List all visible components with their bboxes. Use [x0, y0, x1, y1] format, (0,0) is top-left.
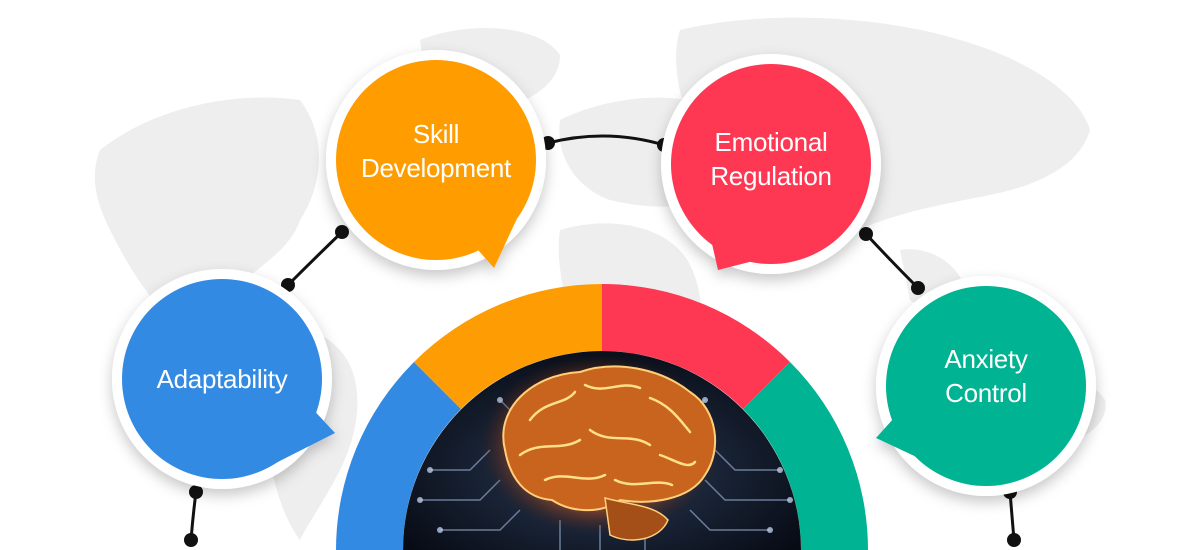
label-adaptability: Adaptability — [157, 362, 288, 396]
gauge-segment-green — [743, 362, 868, 550]
gauge-segment-orange — [414, 284, 602, 409]
label-line: Adaptability — [156, 364, 288, 394]
label-anxiety-control: Anxiety Control — [944, 342, 1027, 410]
connector-anxiety-down — [1008, 491, 1016, 541]
label-line: Emotional — [714, 127, 828, 157]
bubble-adaptability — [112, 269, 335, 489]
label-emotional-regulation: Emotional Regulation — [710, 125, 832, 193]
gauge-segment-blue — [336, 362, 461, 550]
connector-adaptability-skill — [286, 230, 344, 287]
center-gauge — [336, 284, 868, 550]
label-line: Regulation — [710, 161, 832, 191]
bubble-fill — [671, 64, 871, 264]
label-skill-development: Skill Development — [361, 117, 511, 185]
connector-adaptability-down — [189, 491, 198, 541]
gauge-segment-red — [602, 284, 790, 409]
bubble-emotional-regulation — [661, 54, 881, 274]
bubble-fill — [336, 60, 536, 260]
label-line: Skill — [412, 119, 460, 149]
bubble-fill — [886, 286, 1086, 486]
label-line: Control — [945, 378, 1027, 408]
bubbles — [112, 50, 1096, 496]
bubble-anxiety-control — [876, 276, 1096, 496]
label-line: Anxiety — [944, 344, 1028, 374]
connector-skill-emotional — [547, 134, 665, 147]
bubble-skill-development — [326, 50, 546, 270]
brain-circuit-icon — [403, 351, 801, 550]
bubble-fill — [122, 279, 322, 479]
label-line: Development — [361, 153, 511, 183]
